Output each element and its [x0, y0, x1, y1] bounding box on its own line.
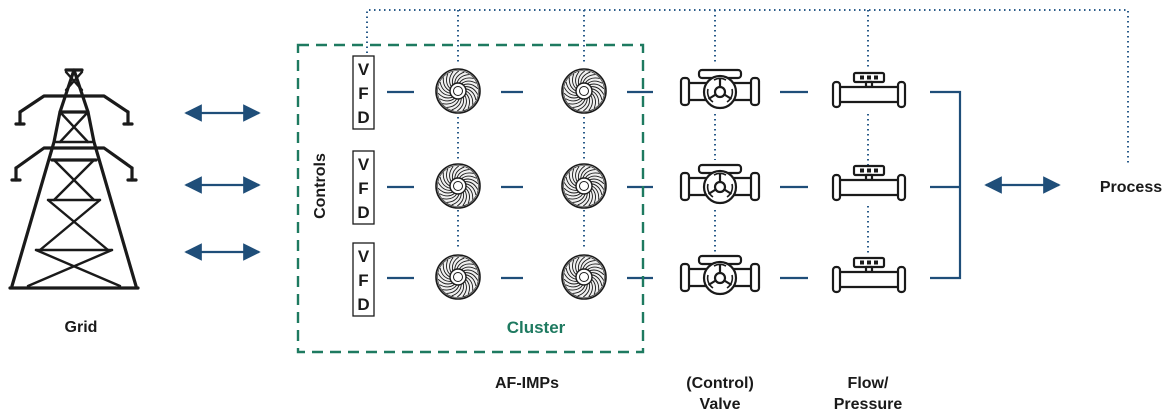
- flow-meter-icon: [831, 256, 907, 294]
- cluster-label: Cluster: [507, 318, 566, 337]
- impeller-icon: [561, 254, 607, 300]
- vfd-letter: D: [357, 108, 369, 127]
- impeller-icon: [435, 163, 481, 209]
- grid-label: Grid: [65, 319, 98, 336]
- vfd-letter: F: [358, 271, 368, 290]
- vfd-box-icon: V F D: [352, 55, 375, 130]
- vfd-letter: V: [358, 247, 370, 266]
- valve-label-line1: (Control): [686, 375, 754, 392]
- flow-meter-icon: [831, 164, 907, 202]
- process-label: Process: [1100, 179, 1162, 196]
- impeller-icon: [561, 68, 607, 114]
- control-valve-icon: [679, 163, 761, 205]
- control-valve-icon: [679, 68, 761, 110]
- flow-meter-icon: [831, 71, 907, 109]
- flow-label-line2: Pressure: [834, 396, 903, 413]
- vfd-box-icon: V F D: [352, 242, 375, 317]
- flow-label-line1: Flow/: [848, 375, 889, 392]
- control-signal-lines: [366, 9, 1129, 256]
- control-valve-icon: [679, 254, 761, 296]
- vfd-letter: F: [358, 179, 368, 198]
- transmission-tower-icon: [8, 68, 140, 290]
- vfd-letter: V: [358, 60, 370, 79]
- impeller-icon: [561, 163, 607, 209]
- impeller-icon: [435, 254, 481, 300]
- vfd-letter: F: [358, 84, 368, 103]
- cluster-boundary: [296, 43, 645, 354]
- controls-label: Controls: [312, 153, 329, 219]
- vfd-letter: D: [357, 203, 369, 222]
- impeller-icon: [435, 68, 481, 114]
- vfd-box-icon: V F D: [352, 150, 375, 225]
- af-imps-label: AF-IMPs: [495, 375, 559, 392]
- vfd-letter: V: [358, 155, 370, 174]
- valve-label-line2: Valve: [700, 396, 741, 413]
- vfd-letter: D: [357, 295, 369, 314]
- bidirectional-arrow-icon: [184, 104, 1061, 261]
